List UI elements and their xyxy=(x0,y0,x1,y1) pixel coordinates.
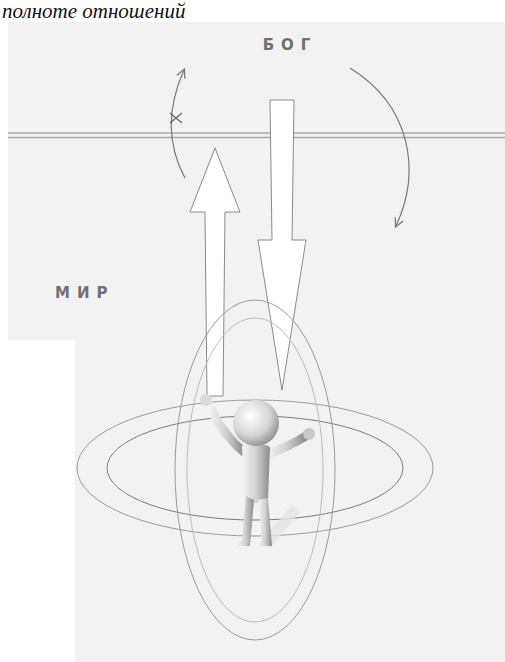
person-figure xyxy=(200,394,315,548)
cross-mark xyxy=(170,113,182,123)
region-label: БОГ xyxy=(263,36,318,54)
region-label: МИР xyxy=(55,284,114,302)
descending-arrow xyxy=(350,68,409,226)
orbit-rings xyxy=(77,300,433,640)
down-arrow xyxy=(258,100,306,390)
up-arrow xyxy=(190,148,240,396)
backdrop xyxy=(8,22,505,662)
note-text: полноте отношений xyxy=(2,0,185,24)
boundary-line xyxy=(8,137,505,139)
blocked-arrow xyxy=(171,70,185,178)
boundary-line xyxy=(8,132,505,134)
